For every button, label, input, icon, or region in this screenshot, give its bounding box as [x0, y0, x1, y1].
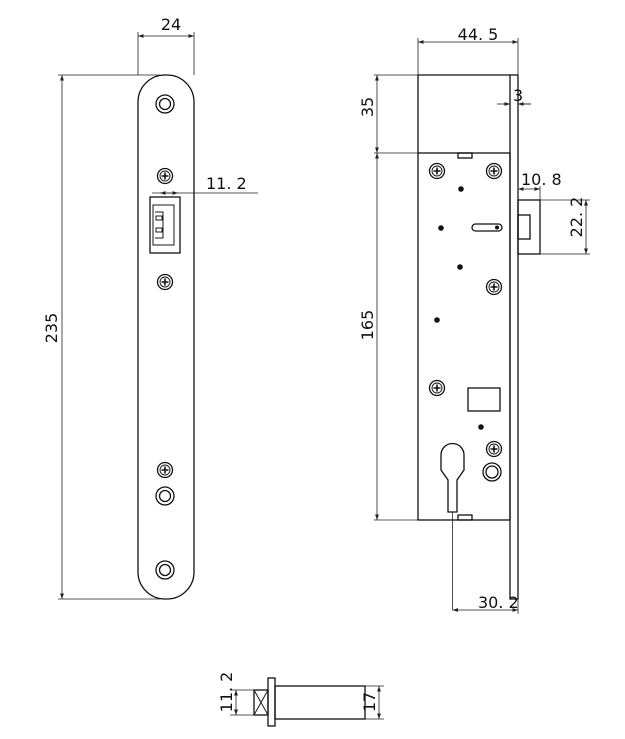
- bolt-view: 11. 2 17: [217, 672, 384, 727]
- faceplate-outline: [137, 74, 195, 600]
- faceplate-bottom-hole: [155, 560, 175, 580]
- case-hole: [458, 186, 464, 192]
- case-hole: [478, 424, 484, 430]
- faceplate-screw-icon: [156, 273, 174, 291]
- dim-front-width: 24: [137, 15, 195, 75]
- case-round-button: [482, 462, 502, 482]
- cylinder-profile: [440, 442, 465, 513]
- dim-side-top-height: 35: [358, 75, 379, 153]
- dim-side-latch-depth: 10. 8: [517, 170, 562, 200]
- dim-side-backset-label: 30. 2: [478, 593, 519, 612]
- faceplate-middle-hole: [155, 486, 175, 506]
- dim-side-top-height-label: 35: [358, 97, 377, 117]
- dim-side-latch-depth-label: 10. 8: [521, 170, 562, 189]
- dim-front-width-label: 24: [161, 15, 181, 34]
- dim-side-backset: 30. 2: [452, 593, 519, 614]
- faceplate-screw-icon: [156, 167, 174, 185]
- faceplate-top-hole: [155, 94, 175, 114]
- case-slot: [471, 223, 503, 232]
- front-view: 24 235 11. 2: [42, 15, 258, 600]
- case-screw-icon: [485, 278, 503, 296]
- dim-front-latch: 11. 2: [152, 174, 258, 195]
- dim-front-latch-label: 11. 2: [206, 174, 247, 193]
- case-hole: [434, 317, 440, 323]
- side-latch-bolt: [517, 199, 541, 255]
- dim-bolt-head: 17: [360, 685, 384, 720]
- dim-front-height: 235: [42, 74, 160, 600]
- dim-front-height-label: 235: [42, 313, 61, 344]
- case-screw-icon: [428, 162, 446, 180]
- case-screw-icon: [485, 440, 503, 458]
- case-window: [467, 387, 501, 412]
- faceplate-screw-icon: [156, 461, 174, 479]
- dim-side-latch-height: 22. 2: [540, 197, 590, 255]
- dim-bolt-height-label: 11. 2: [217, 672, 236, 713]
- side-faceplate: [509, 74, 519, 600]
- dim-side-body-height-label: 165: [358, 310, 377, 341]
- side-view: 44. 5 3 35 165 10. 8: [358, 25, 590, 614]
- case-hole: [438, 225, 444, 231]
- case-hole: [457, 264, 463, 270]
- case-screw-icon: [428, 379, 446, 397]
- dim-side-faceplate: 3: [497, 86, 531, 106]
- dim-bolt-height: 11. 2: [217, 672, 254, 716]
- dim-side-top-width: 44. 5: [417, 25, 519, 75]
- dim-side-body-height: 165: [358, 153, 379, 520]
- dim-side-latch-height-label: 22. 2: [567, 197, 586, 238]
- bolt-shaft: [274, 685, 366, 720]
- dim-bolt-head-label: 17: [360, 692, 379, 712]
- dim-side-faceplate-label: 3: [513, 86, 523, 105]
- case-screw-icon: [485, 162, 503, 180]
- dim-side-top-width-label: 44. 5: [458, 25, 499, 44]
- faceplate-latch: [149, 196, 181, 254]
- bolt-flange: [267, 677, 276, 727]
